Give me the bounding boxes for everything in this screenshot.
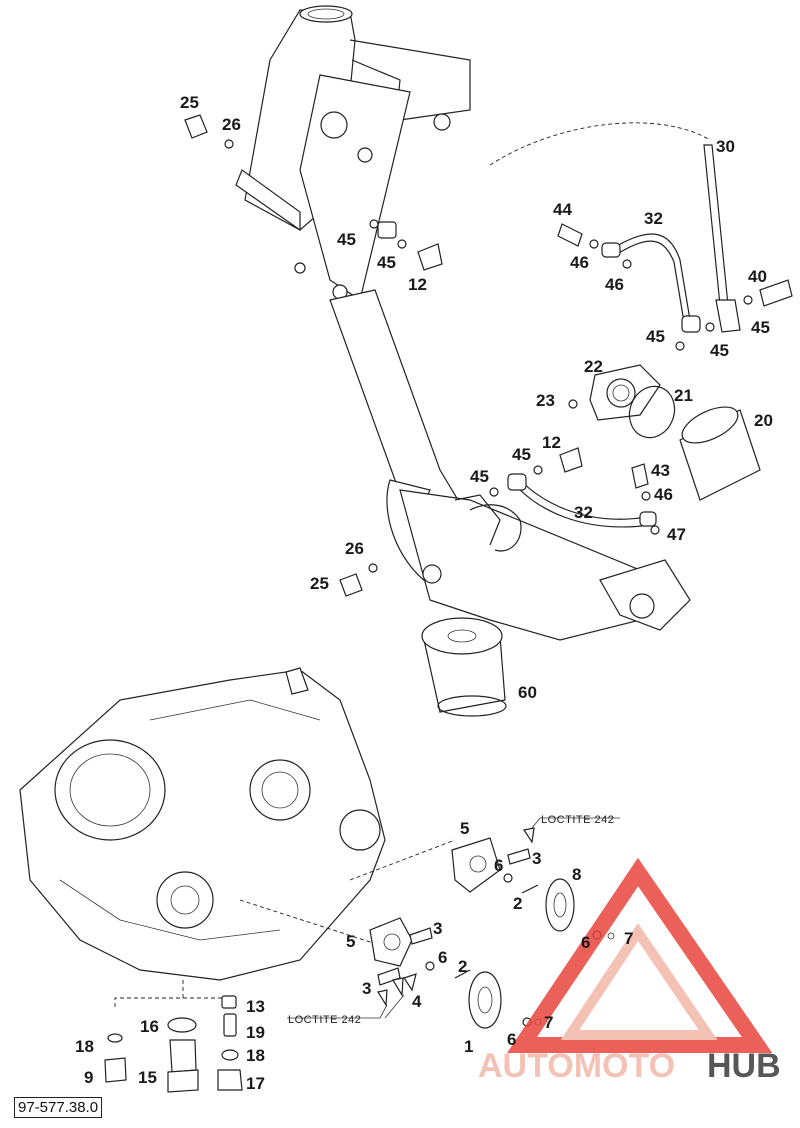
drain-plug-parts: [104, 995, 243, 1093]
callout-number: 16: [140, 1017, 159, 1036]
callout-number: 12: [408, 275, 427, 294]
callout-number: 46: [605, 275, 624, 294]
watermark-text-primary: AUTOMOTO: [478, 1047, 675, 1085]
callout-number: 3: [532, 849, 541, 868]
callout-number: 12: [542, 433, 561, 452]
callout-number: 13: [246, 997, 265, 1016]
callout-number: 25: [180, 93, 199, 112]
callout-number: 32: [574, 503, 593, 522]
callout-number: 7: [624, 929, 633, 948]
callout-number: 60: [518, 683, 537, 702]
callout-number: 46: [654, 485, 673, 504]
callout-number: 6: [494, 856, 503, 875]
callout-number: 2: [513, 894, 522, 913]
callout-number: 45: [710, 341, 729, 360]
callout-number: 18: [75, 1037, 94, 1056]
oil-lines: [184, 114, 793, 717]
callout-number: 5: [346, 932, 355, 951]
watermark-text-secondary: HUB: [707, 1047, 781, 1085]
callout-number: 45: [751, 318, 770, 337]
callout-number: 30: [716, 137, 735, 156]
callout-number: 26: [222, 115, 241, 134]
callout-number: 8: [572, 865, 581, 884]
callout-number: 44: [553, 200, 572, 219]
callout-number: 46: [570, 253, 589, 272]
callout-number: 45: [512, 445, 531, 464]
callout-number: 2: [458, 957, 467, 976]
callout-number: 45: [646, 327, 665, 346]
callout-number: 43: [651, 461, 670, 480]
callout-number: 40: [748, 267, 767, 286]
callout-number: 20: [754, 411, 773, 430]
callout-number: 15: [138, 1068, 157, 1087]
callout-number: 45: [337, 230, 356, 249]
callout-number: 45: [470, 467, 489, 486]
callout-number: 6: [581, 933, 590, 952]
callout-number: 3: [433, 919, 442, 938]
watermark-logo: AUTOMOTO HUB: [478, 857, 781, 1085]
callout-number: 6: [438, 948, 447, 967]
callout-number: 18: [246, 1046, 265, 1065]
callout-number: 4: [412, 992, 422, 1011]
callout-number: 3: [362, 979, 371, 998]
callout-number: 9: [84, 1068, 93, 1087]
callout-number: 23: [536, 391, 555, 410]
loctite-note: LOCTITE 242: [541, 814, 614, 826]
drawing-reference-number: 97-577.38.0: [14, 1097, 103, 1118]
callout-number: 17: [246, 1074, 265, 1093]
oil-pump-parts: [287, 817, 620, 1029]
callout-number: 21: [674, 386, 693, 405]
watermark-triangle-icon: [507, 857, 773, 1053]
callout-number: 19: [246, 1023, 265, 1042]
callout-number: 45: [377, 253, 396, 272]
frame-drawing: [235, 5, 711, 641]
callout-number: 26: [345, 539, 364, 558]
callout-number: 5: [460, 819, 469, 838]
callout-number: 47: [667, 525, 686, 544]
callout-number: 25: [310, 574, 329, 593]
callout-number: 1: [464, 1037, 473, 1056]
loctite-note: LOCTITE 242: [288, 1014, 361, 1026]
engine-case-drawing: [19, 667, 456, 1010]
callout-number: 32: [644, 209, 663, 228]
callout-number: 7: [544, 1013, 553, 1032]
callout-number: 6: [507, 1030, 516, 1049]
callout-number: 22: [584, 357, 603, 376]
